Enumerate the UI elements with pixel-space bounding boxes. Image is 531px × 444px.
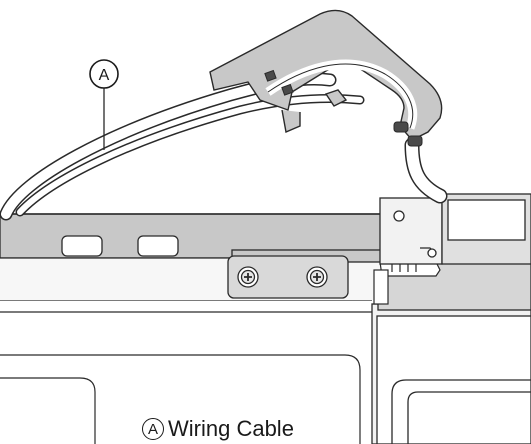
slot-left <box>61 235 103 257</box>
terminal-block <box>379 193 531 265</box>
callout-a: A <box>89 59 119 150</box>
screw-right-icon <box>306 266 328 288</box>
wiring-cable <box>0 72 448 221</box>
caption: A Wiring Cable <box>142 414 294 444</box>
latch-clip <box>373 261 441 305</box>
right-housing <box>371 261 531 444</box>
hole-icon <box>393 210 405 222</box>
panel-slots <box>61 235 179 257</box>
slot-right <box>137 235 179 257</box>
callout-circle-icon <box>89 59 119 89</box>
screw-left-icon <box>237 266 259 288</box>
cable-cover <box>209 9 443 141</box>
callout-letter: A <box>99 67 110 84</box>
connector-tabs <box>264 69 423 147</box>
caption-letter: A <box>147 420 158 438</box>
caption-text: Wiring Cable <box>168 416 294 441</box>
caption-letter-circle: A <box>142 418 164 440</box>
